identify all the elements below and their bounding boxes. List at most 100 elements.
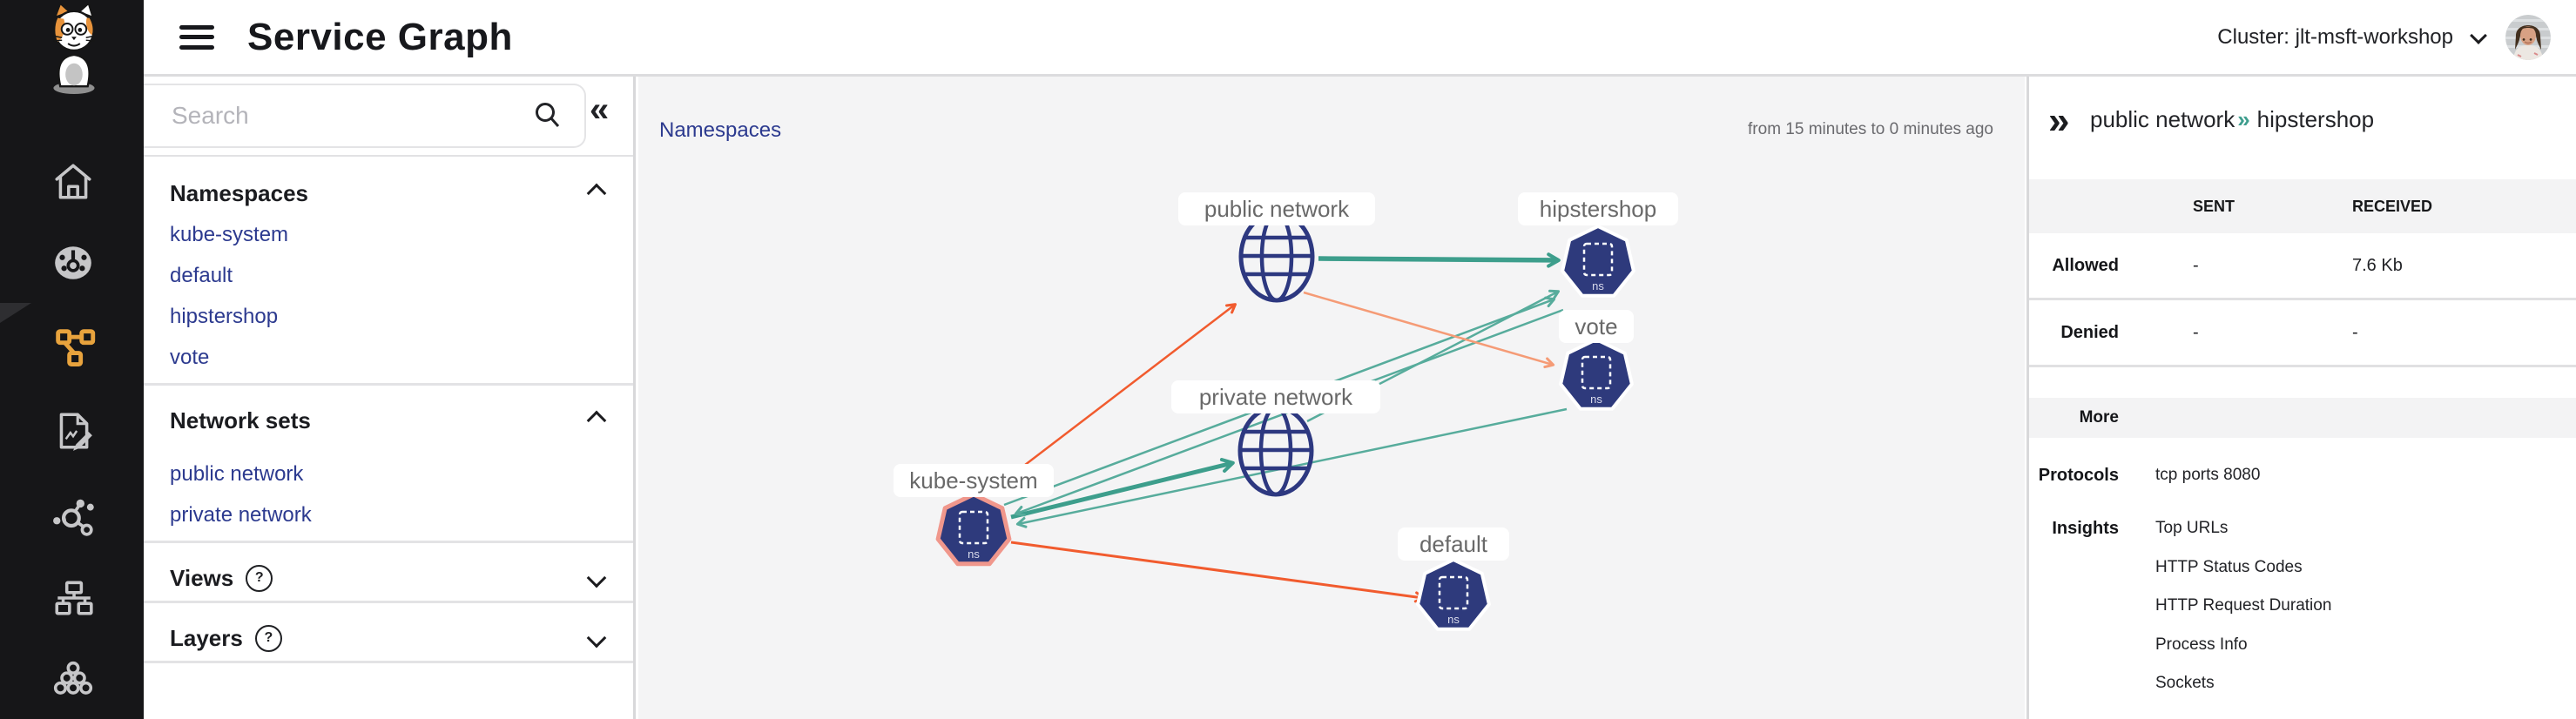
chevron-up-icon	[586, 410, 607, 431]
service-graph-canvas[interactable]: ns ns ns ns public network hipstershop vote pri…	[638, 77, 2025, 719]
nav-rail	[0, 0, 144, 719]
sidebar-item-public-network[interactable]: public network	[170, 461, 304, 486]
app-header: Service Graph Cluster: jlt-msft-workshop	[144, 0, 2576, 77]
chevron-down-icon	[586, 568, 607, 588]
table-row-allowed: Allowed - 7.6 Kb	[2029, 233, 2576, 300]
node-vote[interactable]: ns	[1559, 338, 1634, 411]
node-label-default: default	[1398, 527, 1509, 561]
home-icon[interactable]	[51, 159, 96, 205]
node-label-private-network: private network	[1171, 380, 1380, 413]
flow-direction-icon: »	[2237, 106, 2250, 132]
node-badge: ns	[1447, 613, 1460, 626]
time-range-label: from 15 minutes to 0 minutes ago	[1748, 120, 1993, 138]
reports-icon[interactable]	[51, 408, 96, 454]
sidebar-item-vote[interactable]: vote	[170, 345, 210, 369]
expand-panel-icon[interactable]: »	[2048, 99, 2070, 142]
allowed-received-value: 7.6 Kb	[2352, 255, 2403, 275]
active-item-notch	[0, 303, 31, 323]
sidebar-item-private-network[interactable]: private network	[170, 502, 312, 527]
search-input[interactable]	[170, 101, 532, 131]
svg-text:hipstershop: hipstershop	[1540, 196, 1656, 222]
section-title: Layers	[170, 624, 243, 651]
graph-view-label: Namespaces	[659, 118, 782, 142]
column-header-received: RECEIVED	[2352, 197, 2433, 215]
node-default[interactable]: ns	[1416, 558, 1491, 631]
node-public-network[interactable]	[1238, 211, 1315, 303]
insight-sockets[interactable]: Sockets	[2155, 674, 2215, 692]
denied-sent-value: -	[2193, 322, 2199, 342]
search-box	[144, 84, 586, 148]
target-label: hipstershop	[2256, 106, 2375, 132]
insight-top-urls[interactable]: Top URLs	[2155, 519, 2229, 537]
traffic-table-header: SENT RECEIVED	[2029, 179, 2576, 233]
sidebar-item-hipstershop[interactable]: hipstershop	[170, 304, 279, 328]
svg-text:private network: private network	[1199, 384, 1353, 410]
denied-received-value: -	[2352, 322, 2358, 342]
service-graph-view: ns ns ns ns public network hipstershop vote pri…	[638, 77, 2025, 719]
section-header-views[interactable]: Views ?	[170, 564, 607, 592]
node-hipstershop[interactable]: ns	[1561, 225, 1635, 298]
filter-sidebar: « Namespaces kube-system default hipster…	[144, 77, 636, 719]
svg-text:default: default	[1419, 531, 1488, 557]
section-header-network-sets[interactable]: Network sets	[170, 407, 607, 434]
protocols-value: tcp ports 8080	[2155, 466, 2261, 484]
collapse-sidebar-icon[interactable]: «	[590, 91, 610, 129]
edge-kube-system-to-private network[interactable]	[1010, 458, 1235, 520]
connections-icon[interactable]	[51, 493, 96, 538]
node-label-kube-system: kube-system	[894, 464, 1054, 497]
section-header-layers[interactable]: Layers ?	[170, 624, 607, 652]
search-icon[interactable]	[532, 100, 562, 131]
more-label: More	[2079, 408, 2119, 427]
svg-text:kube-system: kube-system	[909, 467, 1037, 494]
insight-http-request-duration[interactable]: HTTP Request Duration	[2155, 596, 2332, 615]
page-title: Service Graph	[247, 15, 513, 58]
svg-text:public network: public network	[1204, 196, 1350, 222]
help-icon[interactable]: ?	[254, 624, 282, 652]
edge-public network-to-hipstershop[interactable]	[1318, 252, 1561, 268]
insights-section: Insights Top URLs HTTP Status Codes HTTP…	[2029, 486, 2576, 703]
cluster-selector[interactable]: Cluster: jlt-msft-workshop	[2217, 24, 2453, 49]
node-label-public-network: public network	[1178, 192, 1375, 225]
section-network-sets: Network sets public network private netw…	[144, 386, 633, 543]
cat-logo	[29, 2, 116, 96]
edge-public network-to-vote[interactable]	[1303, 291, 1555, 369]
row-label: Denied	[2060, 322, 2119, 342]
section-header-namespaces[interactable]: Namespaces	[170, 179, 607, 207]
sidebar-item-default[interactable]: default	[170, 263, 233, 287]
service-graph-icon[interactable]	[51, 324, 96, 369]
column-header-sent: SENT	[2193, 197, 2235, 215]
details-panel: » public network»hipstershop SENT RECEIV…	[2026, 77, 2576, 719]
node-label-hipstershop: hipstershop	[1518, 192, 1678, 225]
more-section-header[interactable]: More	[2029, 398, 2576, 438]
chevron-up-icon	[586, 183, 607, 204]
search-row: «	[144, 77, 633, 157]
sidebar-item-kube-system[interactable]: kube-system	[170, 222, 289, 246]
node-badge: ns	[1592, 279, 1604, 292]
section-namespaces: Namespaces kube-system default hipstersh…	[144, 157, 633, 386]
table-row-denied: Denied - -	[2029, 300, 2576, 367]
section-title: Namespaces	[170, 179, 308, 206]
node-label-vote: vote	[1559, 310, 1634, 343]
user-avatar[interactable]	[2505, 14, 2551, 60]
chevron-down-icon	[586, 628, 607, 648]
protocols-row: Protocols tcp ports 8080	[2029, 438, 2576, 486]
graph-node-labels: public network hipstershop vote private net…	[894, 192, 1678, 561]
protocols-label: Protocols	[2038, 466, 2119, 485]
section-views: Views ?	[144, 543, 633, 603]
dashboards-icon[interactable]	[51, 239, 96, 285]
edge-kube-system-to-default[interactable]	[1010, 541, 1426, 603]
topology-icon[interactable]	[51, 575, 96, 621]
chevron-down-icon	[2470, 26, 2487, 44]
graph-nodes: ns ns ns ns	[935, 211, 1635, 631]
source-label: public network	[2090, 106, 2235, 132]
insight-process-info[interactable]: Process Info	[2155, 635, 2248, 654]
workloads-icon[interactable]	[51, 658, 96, 703]
help-icon[interactable]: ?	[246, 564, 273, 592]
hamburger-menu-icon[interactable]	[179, 24, 214, 50]
node-private-network[interactable]	[1237, 405, 1314, 497]
insight-http-status-codes[interactable]: HTTP Status Codes	[2155, 557, 2303, 576]
node-badge: ns	[968, 548, 980, 561]
node-badge: ns	[1590, 393, 1602, 406]
node-kube-system[interactable]: ns	[935, 492, 1012, 567]
section-layers: Layers ?	[144, 603, 633, 663]
